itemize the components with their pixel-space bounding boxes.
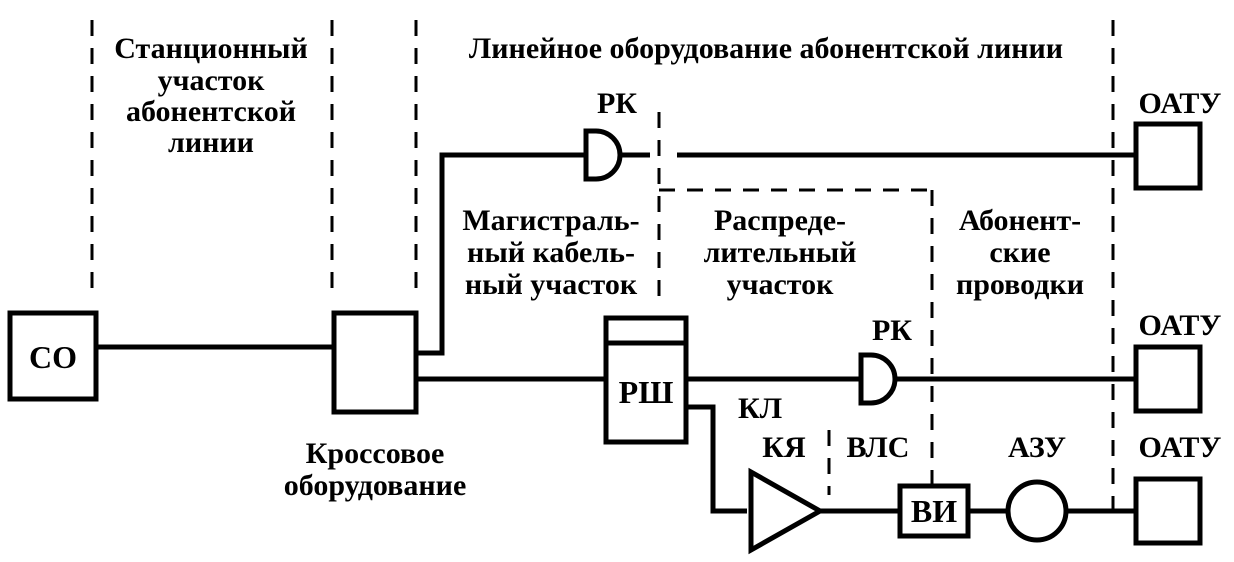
co-label: СО	[29, 339, 77, 375]
subscriber-zone-label-1: Абонент-	[959, 204, 1081, 237]
rk-mid-label: РК	[872, 314, 912, 347]
kya-label: КЯ	[762, 431, 806, 464]
element-labels: Кроссовое оборудование РК РК КЛ КЯ ВЛС А…	[284, 87, 1222, 502]
vi-label: ВИ	[911, 493, 957, 529]
zone-boundaries	[90, 20, 1115, 515]
rsh-label: РШ	[619, 374, 674, 410]
oatu-top-label: ОАТУ	[1139, 87, 1222, 120]
linear-equipment-label: Линейное оборудование абонентской линии	[469, 32, 1063, 65]
trunk-zone-label-3: ный участок	[465, 268, 638, 301]
oatu-mid-label: ОАТУ	[1139, 309, 1222, 342]
station-zone-label-3: абонентской	[126, 95, 296, 128]
cross-equipment-box	[331, 310, 419, 415]
wire-cross-to-rk-top	[417, 152, 586, 356]
rk-mid-symbol	[858, 352, 898, 406]
zone-labels: Станционный участок абонентской линии Ли…	[114, 32, 1084, 301]
distribution-zone-label-3: участок	[727, 268, 835, 301]
distribution-zone-label-2: лительный	[704, 236, 857, 269]
co-box: СО	[7, 310, 99, 402]
vls-label: ВЛС	[847, 431, 910, 464]
subscriber-zone-label-3: проводки	[956, 268, 1084, 301]
oatu-top-box	[1133, 121, 1203, 191]
kya-amplifier-symbol	[748, 467, 826, 555]
rk-top-symbol	[583, 128, 623, 182]
wiring	[97, 152, 1136, 514]
subscriber-zone-label-2: ские	[989, 236, 1050, 269]
oatu-mid-box	[1133, 344, 1203, 414]
kl-label: КЛ	[738, 392, 782, 425]
station-zone-label-4: линии	[168, 126, 254, 159]
oatu-bottom-box	[1133, 476, 1203, 546]
trunk-zone-label-1: Магистраль-	[462, 204, 639, 237]
station-zone-label-2: участок	[158, 64, 266, 97]
cross-label-1: Кроссовое	[306, 437, 445, 470]
azu-label: АЗУ	[1008, 431, 1066, 464]
rsh-cabinet: РШ	[603, 315, 689, 445]
azu-circle	[1005, 479, 1069, 543]
cross-label-2: оборудование	[284, 469, 467, 502]
rk-top-label: РК	[597, 87, 637, 120]
vi-box: ВИ	[897, 483, 971, 539]
trunk-zone-label-2: ный кабель-	[467, 236, 635, 269]
wire-rsh-to-kya	[687, 404, 747, 514]
oatu-bottom-label: ОАТУ	[1139, 431, 1222, 464]
distribution-zone-label-1: Распреде-	[714, 204, 846, 237]
station-zone-label-1: Станционный	[114, 32, 308, 65]
